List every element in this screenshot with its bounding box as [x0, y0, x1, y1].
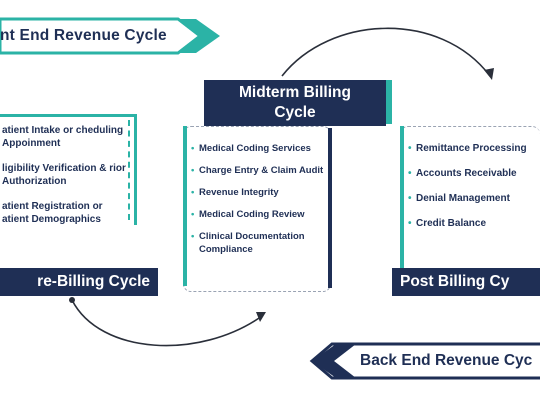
pre-billing-list: atient Intake or cheduling Appoinment li…: [0, 124, 126, 238]
post-billing-cycle-title: Post Billing Cy: [392, 268, 540, 296]
list-item: atient Intake or cheduling Appoinment: [2, 125, 124, 149]
pre-billing-card-frame: [0, 114, 137, 225]
post-billing-list: Remittance Processing Accounts Receivabl…: [408, 142, 540, 242]
back-end-banner-arrow: [309, 342, 540, 380]
back-end-revenue-cycle-label: Back End Revenue Cyc: [360, 352, 533, 369]
list-item: Accounts Receivable: [408, 167, 540, 180]
list-item: Medical Coding Review: [191, 208, 331, 221]
midterm-title-line2: Cycle: [274, 104, 316, 121]
midterm-billing-list: Medical Coding Services Charge Entry & C…: [191, 142, 331, 265]
list-item: Medical Coding Services: [191, 142, 331, 155]
front-end-banner-arrow: [0, 17, 220, 55]
list-item: Revenue Integrity: [191, 186, 331, 199]
list-item: Remittance Processing: [408, 142, 540, 155]
midterm-billing-cycle-title: Midterm Billing Cycle: [204, 80, 386, 126]
midterm-title-accent: [386, 80, 392, 124]
post-billing-card-accent: [400, 126, 404, 272]
midterm-title-line1: Midterm Billing: [239, 84, 351, 101]
front-end-revenue-cycle-label: nt End Revenue Cycle: [0, 27, 167, 44]
list-item: ligibility Verification & rior Authoriza…: [2, 163, 126, 187]
list-item: Charge Entry & Claim Audit: [191, 164, 331, 177]
list-item: Denial Management: [408, 192, 540, 205]
list-item: Clinical Documentation Compliance: [191, 230, 331, 256]
pre-billing-card-dash: [128, 120, 130, 220]
list-item: Credit Balance: [408, 217, 540, 230]
midterm-card-accent: [183, 126, 187, 286]
list-item: atient Registration or atient Demographi…: [2, 201, 103, 225]
pre-billing-cycle-title: re-Billing Cycle: [0, 268, 158, 296]
